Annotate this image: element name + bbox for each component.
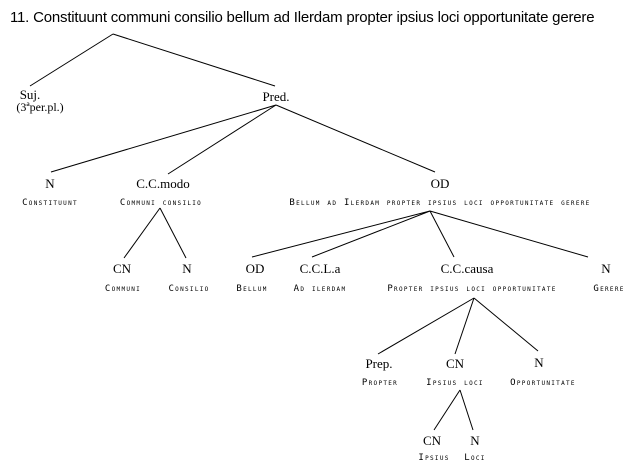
node-od1-label: OD — [430, 176, 450, 191]
node-ccla-label: C.C.L.a — [299, 261, 341, 276]
node-cn2-label: CN — [445, 356, 465, 371]
node-od2-label: OD — [245, 261, 265, 276]
node-n5-words: Loci — [464, 453, 486, 463]
node-cn3-words: Ipsius — [418, 453, 450, 463]
tree-edge-od1-od2 — [251, 210, 431, 258]
tree-edge-od1-n3 — [429, 210, 589, 258]
node-od2-words: Bellum — [236, 284, 268, 294]
node-prep-words: Propter — [361, 378, 399, 388]
node-suj-note: (3ªper.pl.) — [16, 100, 64, 114]
tree-edge-od1-ccla — [311, 210, 431, 258]
node-n2-label: N — [182, 261, 192, 276]
tree-edge-root-pred — [112, 33, 276, 87]
node-prep-label: Prep. — [365, 356, 393, 371]
tree-edge-pred-ccmodo — [167, 104, 277, 175]
tree-edge-ccmodo-n2 — [159, 207, 187, 259]
tree-edge-od1-cccausa — [429, 210, 455, 258]
tree-edge-root-suj — [29, 33, 114, 87]
tree-edge-cn2-cn3 — [433, 389, 461, 431]
tree-edge-pred-n1 — [50, 104, 277, 173]
node-n1-words: Constituunt — [22, 198, 78, 208]
node-cn1-label: CN — [112, 261, 132, 276]
node-cccausa-words: Propter ipsius loci opportunitate — [387, 284, 557, 294]
node-ccmodo-words: Communi consilio — [119, 198, 203, 208]
node-pred-label: Pred. — [262, 89, 290, 104]
tree-edge-cn2-n5 — [459, 389, 474, 431]
node-n1-label: N — [45, 176, 55, 191]
node-suj-label: Suj. — [19, 87, 41, 102]
tree-edge-ccmodo-cn1 — [123, 207, 161, 259]
node-ccmodo-label: C.C.modo — [136, 176, 190, 191]
tree-edge-cccausa-n4 — [473, 297, 539, 352]
node-n3-label: N — [601, 261, 611, 276]
node-n4-words: Opportunitate — [510, 378, 576, 388]
node-cn3-label: CN — [422, 433, 442, 448]
sentence-title: 11. Constituunt communi consilio bellum … — [10, 9, 595, 26]
tree-edge-cccausa-prep — [377, 297, 475, 355]
tree-edge-pred-od1 — [275, 104, 436, 173]
node-n4-label: N — [534, 355, 544, 370]
tree-edge-cccausa-cn2 — [454, 297, 475, 355]
node-ccla-words: Ad ilerdam — [293, 284, 347, 294]
node-cn1-words: Communi — [104, 284, 142, 294]
node-od1-words: Bellum ad Ilerdam propter ipsius loci op… — [289, 198, 591, 208]
node-n2-words: Consilio — [168, 284, 210, 294]
node-cccausa-label: C.C.causa — [440, 261, 494, 276]
node-n5-label: N — [470, 433, 480, 448]
node-n3-words: Gerere — [593, 284, 625, 294]
node-cn2-words: Ipsius loci — [426, 378, 484, 388]
